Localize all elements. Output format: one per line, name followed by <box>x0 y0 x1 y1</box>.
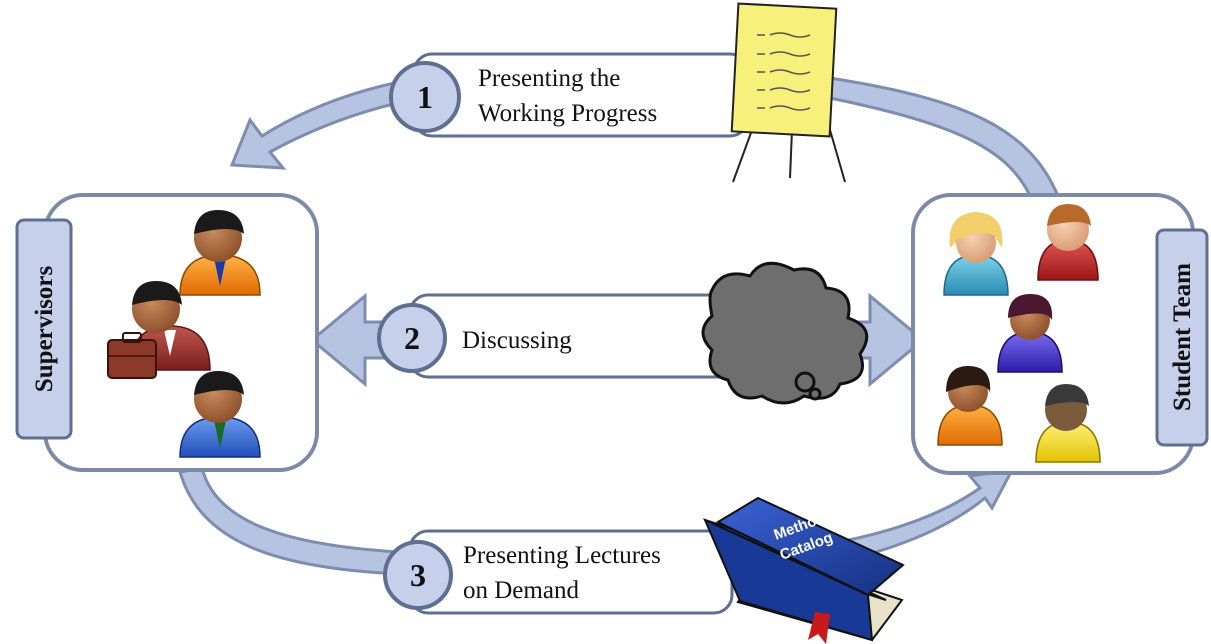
person-icon <box>179 210 261 296</box>
step-3-line-1: Presenting Lectures <box>463 542 661 569</box>
step-3-line-2: on Demand <box>463 577 579 604</box>
supervisors-label: Supervisors <box>31 266 58 393</box>
person-icon <box>1037 204 1099 281</box>
briefcase-icon <box>107 332 157 379</box>
step-1-number: 1 <box>417 79 433 115</box>
supervisors-tab <box>15 218 73 440</box>
step-1-line-2: Working Progress <box>478 100 657 127</box>
step-2-number: 2 <box>404 320 420 356</box>
step-2-box <box>408 293 738 379</box>
person-icon <box>997 294 1063 373</box>
arrow-presenting-progress <box>229 76 1061 202</box>
person-icon <box>943 212 1009 296</box>
step-2-line-1: Discussing <box>462 327 572 354</box>
student-team-label: Student Team <box>1169 263 1196 411</box>
thought-cloud-icon <box>701 261 869 405</box>
step-3-badge <box>383 540 453 610</box>
method-book-icon: Method Catalog <box>703 496 905 644</box>
step-1-badge <box>389 61 461 133</box>
step-1-line-1: Presenting the <box>478 65 620 92</box>
student-team-tab <box>1155 228 1209 447</box>
flipchart-icon <box>730 2 846 183</box>
person-icon <box>1035 384 1101 463</box>
step-3-number: 3 <box>410 557 426 593</box>
person-icon <box>179 371 261 458</box>
step-2-badge <box>377 303 447 373</box>
person-icon <box>937 366 1003 446</box>
